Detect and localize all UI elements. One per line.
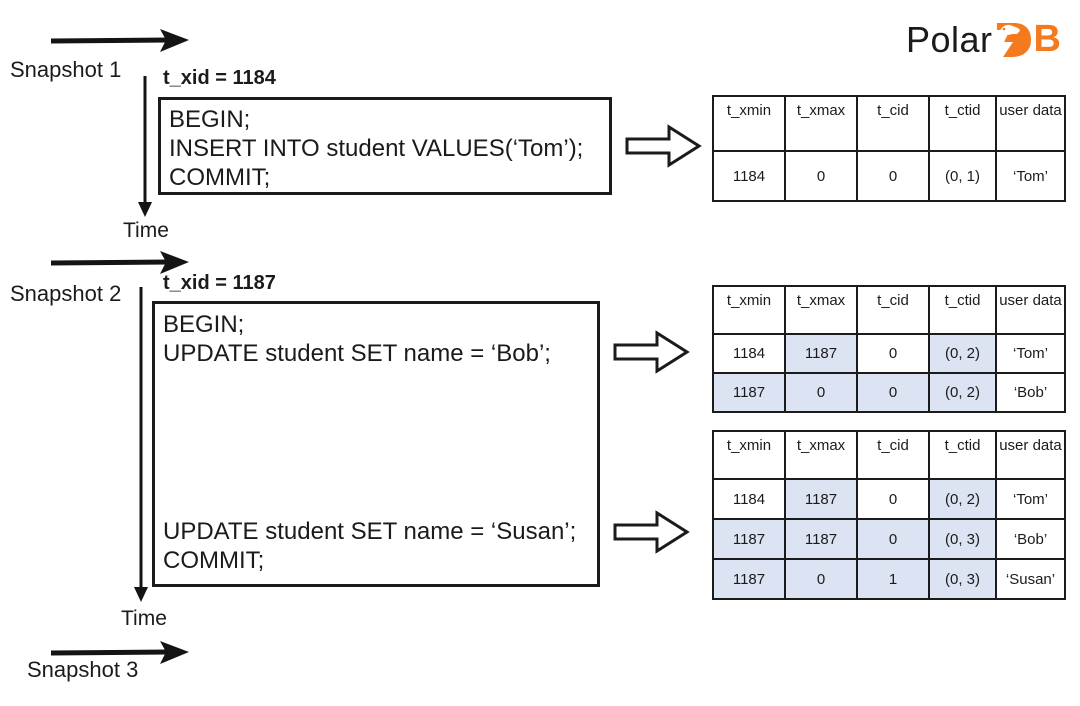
column-header: t_xmax	[784, 95, 858, 152]
tuple-cell: 1184	[712, 478, 786, 520]
snapshot2-arrow-icon	[50, 251, 189, 274]
tuple-cell: 1187	[712, 558, 786, 600]
tuple-cell: 1187	[784, 478, 858, 520]
tuple-cell: (0, 3)	[928, 558, 997, 600]
column-header: t_cid	[856, 430, 930, 480]
transaction2-id-label: t_xid = 1187	[163, 272, 276, 294]
tuple-cell: ‘Tom’	[995, 333, 1066, 374]
tuple-cell: 0	[856, 518, 930, 560]
snapshot2-label: Snapshot 2	[10, 281, 122, 306]
block-arrow-1-icon	[625, 124, 702, 168]
polar-bear-d-icon	[996, 22, 1031, 57]
tuple-cell: 1187	[712, 372, 786, 413]
column-header: t_xmin	[712, 285, 786, 335]
code-line: INSERT INTO student VALUES(‘Tom’);	[169, 135, 584, 162]
tuple-cell: 0	[784, 558, 858, 600]
snapshot3-label: Snapshot 3	[27, 657, 139, 682]
tuple-cell: ‘Bob’	[995, 372, 1066, 413]
logo-text-b: B	[1033, 18, 1061, 60]
tuple-cell: (0, 1)	[928, 150, 997, 202]
timeline2-time-label: Time	[121, 607, 167, 630]
tuple-cell: ‘Tom’	[995, 150, 1066, 202]
tuple-cell: (0, 2)	[928, 333, 997, 374]
transaction1-code-box: BEGIN;INSERT INTO student VALUES(‘Tom’);…	[158, 97, 612, 195]
tuple-cell: 0	[856, 372, 930, 413]
column-header: t_xmax	[784, 285, 858, 335]
code-line: BEGIN;	[163, 311, 245, 338]
tuple-cell: ‘Tom’	[995, 478, 1066, 520]
column-header: t_ctid	[928, 95, 997, 152]
column-header: t_xmin	[712, 95, 786, 152]
snapshot3-arrow-icon	[50, 641, 189, 664]
logo-text-polar: Polar	[906, 18, 993, 60]
column-header: t_cid	[856, 95, 930, 152]
column-header: user data	[995, 430, 1066, 480]
snapshot1-arrow-icon	[50, 29, 189, 52]
column-header: user data	[995, 285, 1066, 335]
tuple-cell: 1187	[712, 518, 786, 560]
block-arrow-3-icon	[613, 510, 690, 554]
polardb-logo: Polar B	[906, 18, 1061, 61]
tuple-cell: 1184	[712, 150, 786, 202]
tuple-cell: 0	[856, 478, 930, 520]
tuple-cell: 0	[784, 150, 858, 202]
transaction1-sql: BEGIN;INSERT INTO student VALUES(‘Tom’);…	[169, 105, 601, 192]
tuple-cell: (0, 2)	[928, 372, 997, 413]
transaction2-sql-bottom: UPDATE student SET name = ‘Susan’;COMMIT…	[163, 517, 576, 575]
tuple-cell: 1184	[712, 333, 786, 374]
tuple-cell: 1187	[784, 333, 858, 374]
tuple-cell: 0	[856, 150, 930, 202]
timeline1-time-label: Time	[123, 219, 169, 242]
column-header: t_xmax	[784, 430, 858, 480]
tuple-cell: (0, 3)	[928, 518, 997, 560]
column-header: t_xmin	[712, 430, 786, 480]
tuple-cell: 0	[784, 372, 858, 413]
tuple-cell: ‘Susan’	[995, 558, 1066, 600]
column-header: t_ctid	[928, 285, 997, 335]
transaction2-sql-top: BEGIN;UPDATE student SET name = ‘Bob’;	[163, 310, 551, 368]
timeline1-axis-icon	[138, 76, 152, 217]
column-header: t_ctid	[928, 430, 997, 480]
tuple-cell: (0, 2)	[928, 478, 997, 520]
tuple-cell: 1187	[784, 518, 858, 560]
column-header: t_cid	[856, 285, 930, 335]
code-line: COMMIT;	[169, 164, 271, 191]
transaction1-id-label: t_xid = 1184	[163, 67, 276, 89]
tuple-cell: 0	[856, 333, 930, 374]
tuple-cell: ‘Bob’	[995, 518, 1066, 560]
timeline2-axis-icon	[134, 287, 148, 602]
code-line: BEGIN;	[169, 106, 251, 133]
block-arrow-2-icon	[613, 330, 690, 374]
code-line: COMMIT;	[163, 547, 265, 574]
code-line: UPDATE student SET name = ‘Susan’;	[163, 518, 577, 545]
column-header: user data	[995, 95, 1066, 152]
tuple-cell: 1	[856, 558, 930, 600]
snapshot1-label: Snapshot 1	[10, 57, 122, 82]
code-line: UPDATE student SET name = ‘Bob’;	[163, 340, 551, 367]
transaction2-code-box: BEGIN;UPDATE student SET name = ‘Bob’; U…	[152, 301, 600, 587]
